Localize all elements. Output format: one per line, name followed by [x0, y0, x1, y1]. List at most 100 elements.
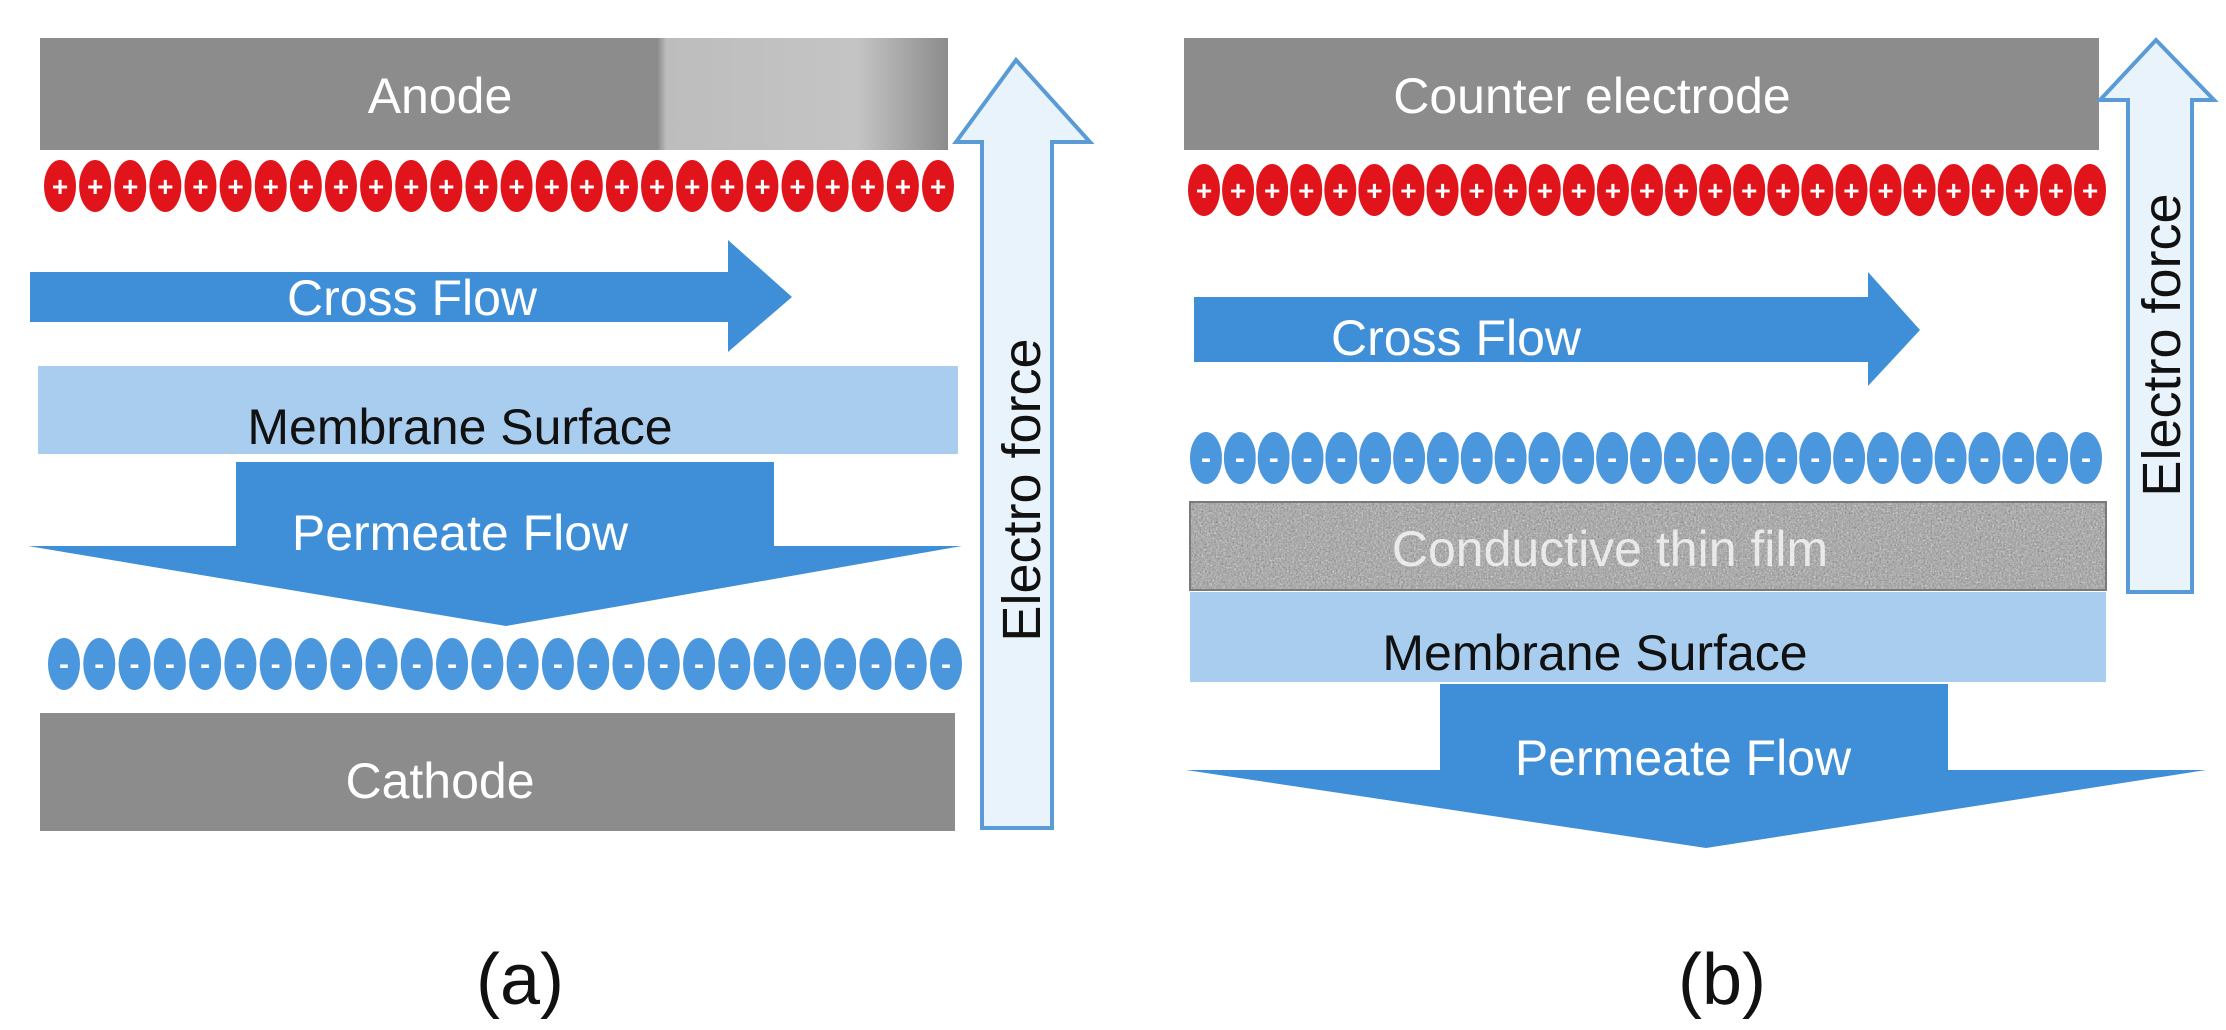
charge-bead: [398, 636, 435, 692]
charge-sign: -: [1539, 442, 1549, 475]
charge-bead: [751, 636, 788, 692]
charge-sign: +: [1946, 175, 1962, 206]
charge-sign: -: [130, 648, 140, 681]
charge-sign: +: [1843, 175, 1859, 206]
charge-sign: -: [200, 648, 210, 681]
charge-bead: [112, 158, 149, 214]
charge-sign: -: [1776, 442, 1786, 475]
electro-force-arrow: [2095, 37, 2219, 594]
charge-sign: +: [544, 171, 560, 202]
charge-sign: +: [754, 171, 770, 202]
charge-sign: +: [1605, 175, 1621, 206]
charge-bead: [393, 158, 430, 214]
charge-sign: +: [1571, 175, 1587, 206]
charge-sign: -: [870, 648, 880, 681]
charge-bead: [2068, 430, 2104, 486]
charge-sign: -: [1336, 442, 1346, 475]
membrane-surface: [1190, 592, 2106, 682]
charge-bead: [434, 636, 471, 692]
charge-bead: [292, 636, 329, 692]
charge-sign: -: [1912, 442, 1922, 475]
charge-sign: -: [412, 648, 422, 681]
charge-sign: -: [1810, 442, 1820, 475]
charge-sign: +: [2082, 175, 2098, 206]
charge-sign: -: [1201, 442, 1211, 475]
membrane-surface-label: Membrane Surface: [247, 399, 672, 455]
charge-bead: [822, 636, 859, 692]
charge-sign: +: [122, 171, 138, 202]
charge-bead: [469, 636, 506, 692]
caption-a: (a): [476, 940, 564, 1020]
charge-sign: +: [1809, 175, 1825, 206]
charge-sign: +: [860, 171, 876, 202]
charge-sign: +: [333, 171, 349, 202]
charge-sign: -: [2081, 442, 2091, 475]
counter-electrode-label: Counter electrode: [1393, 68, 1790, 124]
charge-bead: [645, 636, 682, 692]
charge-bead: [814, 158, 851, 214]
permeate-flow-arrow: [1186, 684, 2206, 848]
charge-bead: [328, 636, 365, 692]
charge-bead: [884, 158, 921, 214]
charge-bead: [81, 636, 118, 692]
charge-bead: [533, 158, 570, 214]
charge-bead: [681, 636, 718, 692]
charge-sign: -: [941, 648, 951, 681]
charge-sign: -: [659, 648, 669, 681]
electro-force-label: Electro force: [992, 338, 1052, 641]
charge-sign: +: [1468, 175, 1484, 206]
charge-sign: -: [623, 648, 633, 681]
charge-sign: -: [1743, 442, 1753, 475]
charge-sign: -: [1844, 442, 1854, 475]
permeate-flow-arrow: [28, 462, 962, 626]
charge-sign: -: [1404, 442, 1414, 475]
charge-sign: +: [1503, 175, 1519, 206]
charge-bead: [716, 636, 753, 692]
charge-sign: +: [930, 171, 946, 202]
charge-bead: [257, 636, 294, 692]
charge-sign: -: [2047, 442, 2057, 475]
cross-flow-arrow: [30, 240, 792, 352]
cathode-label: Cathode: [345, 753, 534, 809]
charge-sign: -: [765, 648, 775, 681]
charge-bead: [463, 158, 500, 214]
charge-sign: -: [729, 648, 739, 681]
charge-sign: +: [684, 171, 700, 202]
charge-sign: +: [263, 171, 279, 202]
panel-b: Counter electrode ++++++++++++++++++++++…: [1184, 37, 2219, 1020]
charge-sign: +: [227, 171, 243, 202]
charge-sign: -: [1675, 442, 1685, 475]
charge-sign: +: [87, 171, 103, 202]
charge-sign: -: [2013, 442, 2023, 475]
charge-sign: +: [1775, 175, 1791, 206]
membrane-surface: [38, 366, 958, 454]
charge-sign: +: [1980, 175, 1996, 206]
charge-sign: -: [1979, 442, 1989, 475]
anode-label: Anode: [368, 68, 513, 124]
charge-sign: +: [1434, 175, 1450, 206]
charge-sign: +: [1673, 175, 1689, 206]
charge-sign: +: [649, 171, 665, 202]
charge-bead: [322, 158, 359, 214]
charge-bead: [709, 158, 746, 214]
charge-bead: [252, 158, 289, 214]
charge-sign: +: [1332, 175, 1348, 206]
negative-charge-row: --------------------------: [46, 636, 964, 692]
charge-bead: [674, 158, 711, 214]
charge-bead: [42, 158, 78, 214]
charge-bead: [504, 636, 541, 692]
charge-sign: -: [235, 648, 245, 681]
charge-sign: -: [306, 648, 316, 681]
charge-sign: +: [1877, 175, 1893, 206]
charge-bead: [363, 636, 400, 692]
charge-sign: -: [518, 648, 528, 681]
charge-sign: +: [1366, 175, 1382, 206]
charge-sign: +: [473, 171, 489, 202]
permeate-flow-label: Permeate Flow: [292, 505, 629, 561]
charge-sign: +: [192, 171, 208, 202]
charge-bead: [151, 636, 188, 692]
charge-sign: -: [906, 648, 916, 681]
charge-bead: [217, 158, 254, 214]
charge-sign: +: [1230, 175, 1246, 206]
